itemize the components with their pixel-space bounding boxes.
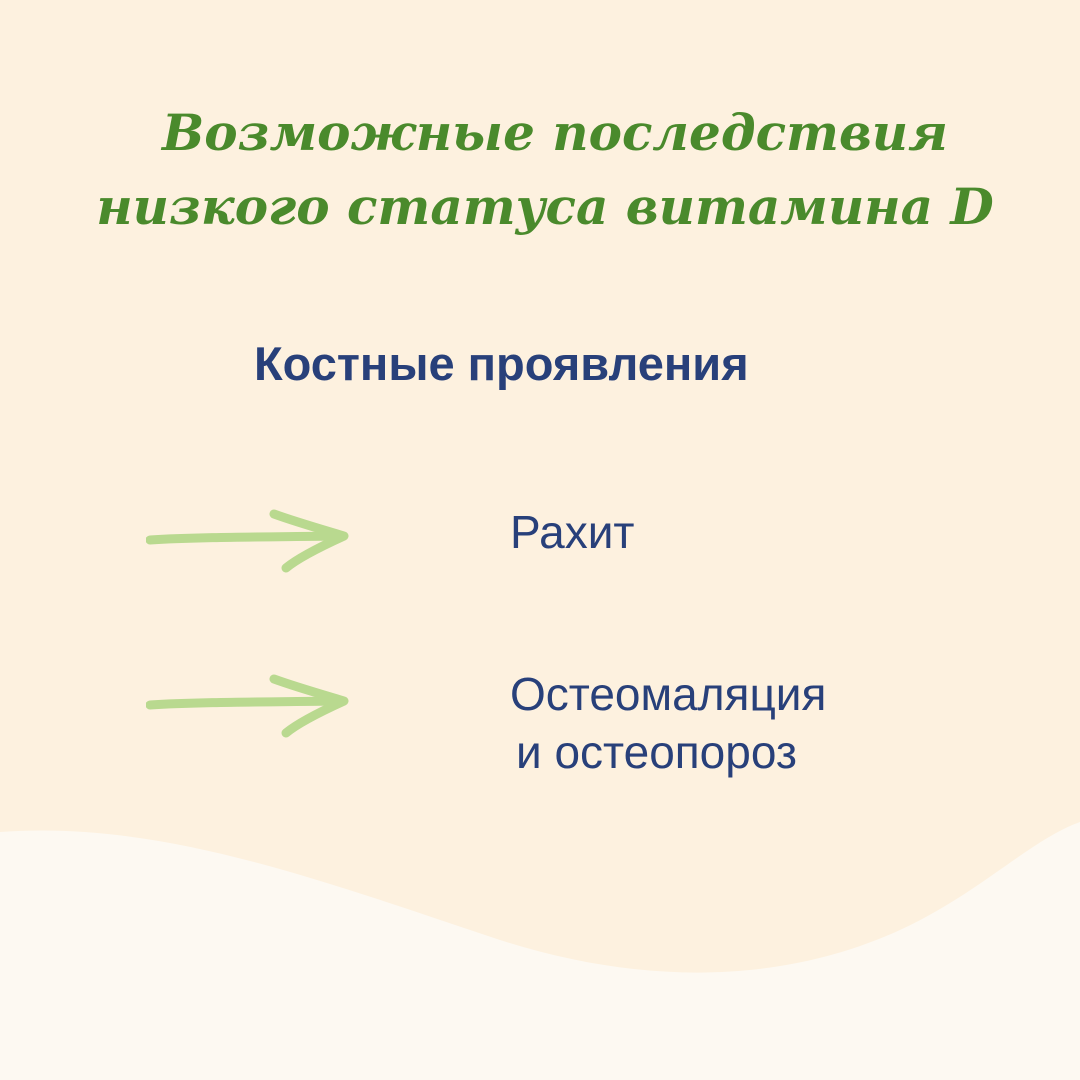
item-text-line-1: Остеомаляция xyxy=(510,668,827,720)
page-title: Возможные последствия низкого статуса ви… xyxy=(0,96,1080,244)
title-line-2: низкого статуса витамина D xyxy=(96,177,994,236)
item-text-line-2: и остеопороз xyxy=(516,726,798,778)
list-item: Рахит xyxy=(0,500,1080,580)
title-line-1: Возможные последствия xyxy=(162,103,948,162)
item-text: Рахит xyxy=(510,506,635,558)
arrow-right-icon xyxy=(146,509,349,573)
section-heading: Костные проявления xyxy=(254,337,749,390)
item-text: Остеомаляция и остеопороз xyxy=(510,665,826,781)
list-item: Остеомаляция и остеопороз xyxy=(0,665,1080,785)
arrow-right-icon xyxy=(146,674,349,738)
